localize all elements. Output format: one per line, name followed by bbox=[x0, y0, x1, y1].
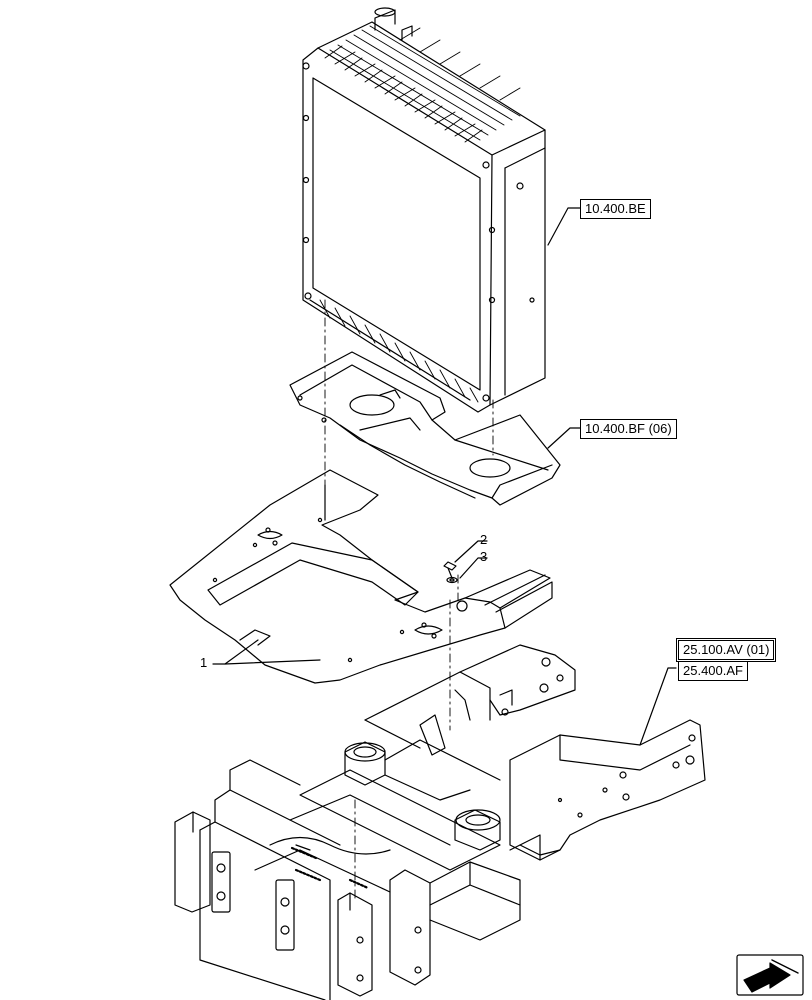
ref-radiator[interactable]: 10.400.BE bbox=[580, 199, 651, 219]
next-page-arrow-icon bbox=[736, 954, 804, 996]
main-frame bbox=[174, 644, 706, 1000]
ref-frame-a[interactable]: 25.100.AV (01) bbox=[675, 638, 777, 662]
fan-shroud-bracket bbox=[289, 351, 561, 506]
next-page-button[interactable] bbox=[737, 955, 803, 995]
plate-item-1 bbox=[169, 469, 553, 684]
callout-2: 2 bbox=[480, 532, 488, 547]
ref-frame-b[interactable]: 25.400.AF bbox=[678, 661, 748, 681]
ref-shroud[interactable]: 10.400.BF (06) bbox=[580, 419, 677, 439]
callout-1: 1 bbox=[200, 655, 208, 670]
radiator bbox=[302, 7, 546, 413]
bolt-and-washer bbox=[443, 561, 458, 584]
callout-3: 3 bbox=[480, 549, 488, 564]
